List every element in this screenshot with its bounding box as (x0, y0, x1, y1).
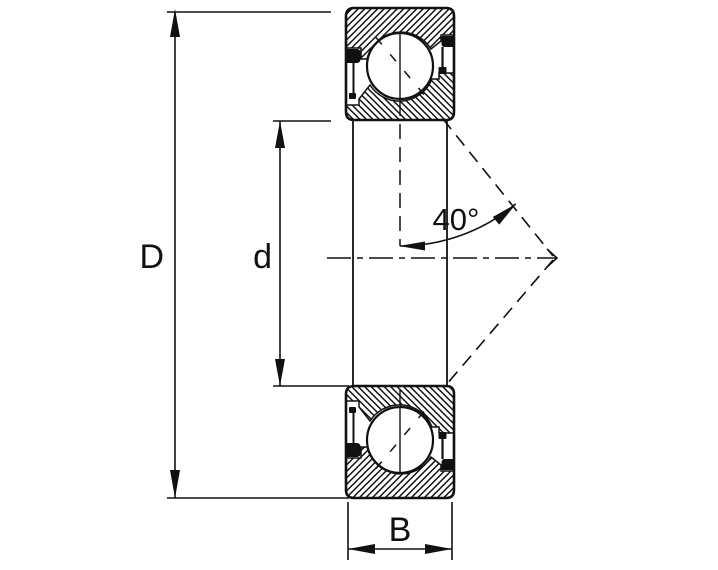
width-label: B (389, 511, 412, 549)
dimension-B: B (347, 502, 453, 560)
bore-lines (352, 121, 448, 386)
dimension-d: d (253, 120, 349, 387)
arrow-up (170, 9, 180, 37)
contact-angle-annotation: 40° (399, 202, 517, 251)
dimension-D: D (139, 9, 349, 499)
arrow-right (425, 544, 452, 554)
bearing-section-top (344, 6, 456, 122)
section-outline (344, 384, 456, 500)
arrow-left (348, 544, 375, 554)
arrow-down (170, 470, 180, 498)
outer-diameter-label: D (139, 238, 164, 276)
seal-left-foot (349, 407, 356, 413)
bearing-section-bottom (344, 384, 456, 500)
seal-right-foot (438, 432, 447, 439)
bore-diameter-label: d (253, 238, 272, 276)
contact-line-upper (442, 118, 554, 257)
contact-line-lower (445, 259, 554, 386)
seal-right (441, 36, 453, 47)
seal-left-foot (349, 93, 356, 99)
seal-left (347, 443, 361, 457)
section-outline (344, 6, 456, 122)
arrow-down (275, 359, 285, 386)
angle-arrow-left (399, 241, 425, 251)
seal-right-foot (438, 67, 447, 74)
seal-left (347, 49, 361, 63)
angle-arrow-right (492, 204, 516, 225)
arrow-up (275, 121, 285, 148)
seal-right (441, 459, 453, 470)
contact-angle-label: 40° (433, 202, 480, 237)
